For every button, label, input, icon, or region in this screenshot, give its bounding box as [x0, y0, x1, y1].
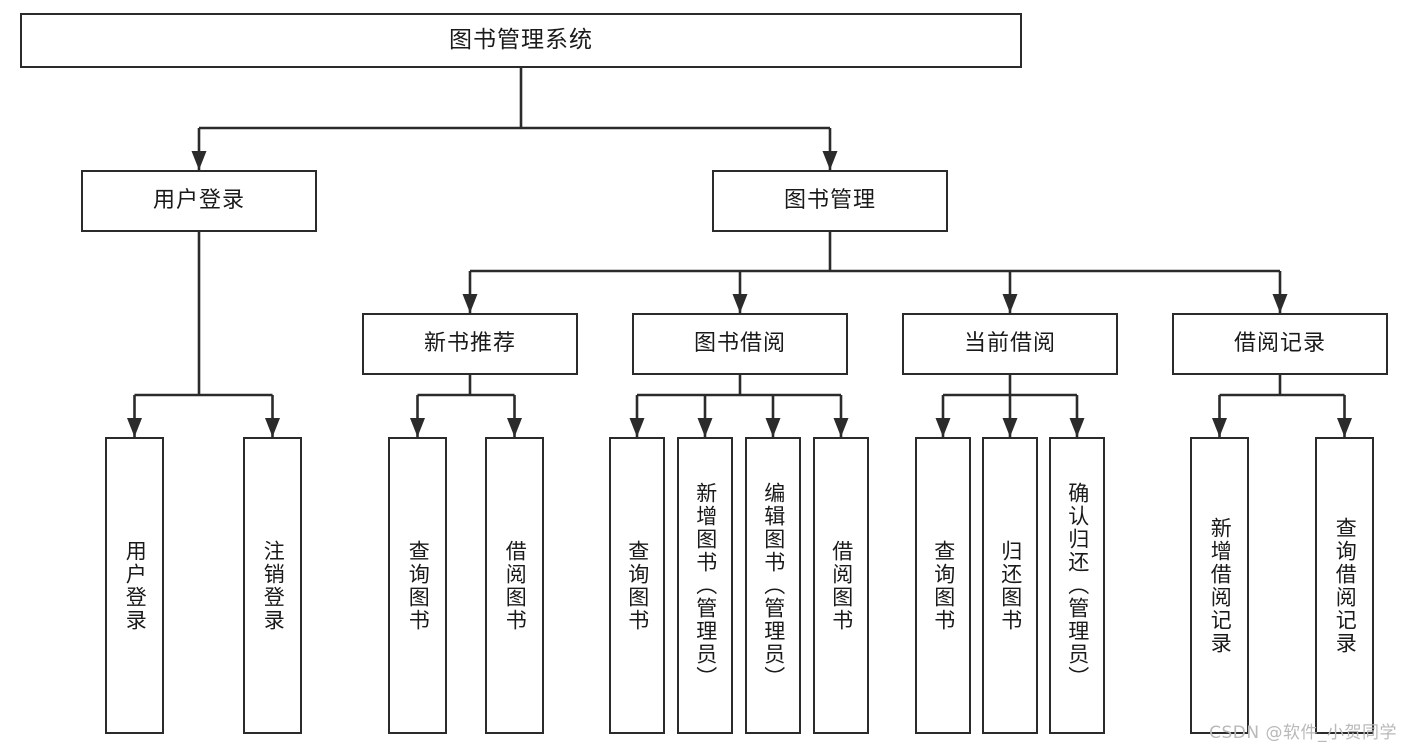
- arrowhead-newbook-query: [410, 418, 425, 437]
- arrowhead-login: [191, 151, 207, 170]
- node-box-current-query[interactable]: 查询图书: [915, 437, 971, 734]
- node-label-root: 图书管理系统: [449, 26, 593, 53]
- node-label-newbook-borrow: 借阅图书: [503, 539, 528, 632]
- node-label-login: 用户登录: [152, 187, 245, 213]
- node-box-borrow-add[interactable]: 新增图书（管理员）: [677, 437, 733, 734]
- arrowhead-current: [1002, 294, 1018, 313]
- node-box-borrow-query[interactable]: 查询图书: [609, 437, 665, 734]
- node-box-login-out[interactable]: 注销登录: [243, 437, 302, 734]
- node-label-bookmgmt: 图书管理: [783, 187, 876, 213]
- arrowhead-borrow: [732, 294, 748, 313]
- node-box-newbook[interactable]: 新书推荐: [362, 313, 578, 375]
- node-label-current: 当前借阅: [963, 330, 1056, 356]
- arrowhead-current-confirm: [1069, 418, 1085, 437]
- arrowhead-borrow-add: [697, 418, 713, 437]
- node-box-current[interactable]: 当前借阅: [902, 313, 1118, 375]
- node-label-records-add: 新增借阅记录: [1208, 516, 1233, 655]
- node-box-borrow[interactable]: 图书借阅: [632, 313, 848, 375]
- node-box-current-return[interactable]: 归还图书: [982, 437, 1038, 734]
- arrowhead-bookmgmt: [822, 151, 838, 170]
- node-box-records[interactable]: 借阅记录: [1172, 313, 1388, 375]
- node-label-records: 借阅记录: [1233, 330, 1326, 356]
- node-label-borrow-query: 查询图书: [625, 539, 650, 632]
- arrowhead-login-do: [127, 418, 142, 437]
- node-box-root[interactable]: 图书管理系统: [20, 13, 1022, 68]
- arrowhead-current-return: [1002, 418, 1018, 437]
- arrowhead-current-query: [935, 418, 951, 437]
- node-label-borrow-edit: 编辑图书（管理员）: [761, 482, 786, 689]
- arrowhead-borrow-query: [629, 418, 645, 437]
- node-box-borrow-do[interactable]: 借阅图书: [813, 437, 869, 734]
- node-box-records-add[interactable]: 新增借阅记录: [1190, 437, 1249, 734]
- node-label-current-confirm: 确认归还（管理员）: [1065, 482, 1090, 689]
- node-label-newbook-query: 查询图书: [406, 539, 431, 632]
- node-label-borrow: 图书借阅: [693, 330, 786, 356]
- arrowhead-newbook: [462, 294, 478, 313]
- node-label-newbook: 新书推荐: [423, 330, 516, 356]
- node-box-newbook-borrow[interactable]: 借阅图书: [485, 437, 544, 734]
- node-label-borrow-do: 借阅图书: [829, 539, 854, 632]
- node-box-login-do[interactable]: 用户登录: [105, 437, 164, 734]
- node-box-login[interactable]: 用户登录: [81, 170, 317, 232]
- node-label-current-query: 查询图书: [931, 539, 956, 632]
- node-label-borrow-add: 新增图书（管理员）: [693, 482, 718, 689]
- node-box-current-confirm[interactable]: 确认归还（管理员）: [1049, 437, 1105, 734]
- node-label-login-do: 用户登录: [123, 539, 148, 632]
- node-box-records-query[interactable]: 查询借阅记录: [1315, 437, 1374, 734]
- arrowhead-borrow-do: [833, 418, 849, 437]
- arrowhead-login-out: [265, 418, 280, 437]
- arrowhead-records-query: [1337, 418, 1352, 437]
- node-box-borrow-edit[interactable]: 编辑图书（管理员）: [745, 437, 801, 734]
- node-label-current-return: 归还图书: [998, 539, 1023, 632]
- arrowhead-records-add: [1212, 418, 1227, 437]
- arrowhead-borrow-edit: [765, 418, 781, 437]
- node-label-login-out: 注销登录: [261, 539, 286, 632]
- arrowhead-records: [1272, 294, 1288, 313]
- node-label-records-query: 查询借阅记录: [1333, 516, 1358, 655]
- node-box-bookmgmt[interactable]: 图书管理: [712, 170, 948, 232]
- arrowhead-newbook-borrow: [507, 418, 522, 437]
- node-box-newbook-query[interactable]: 查询图书: [388, 437, 447, 734]
